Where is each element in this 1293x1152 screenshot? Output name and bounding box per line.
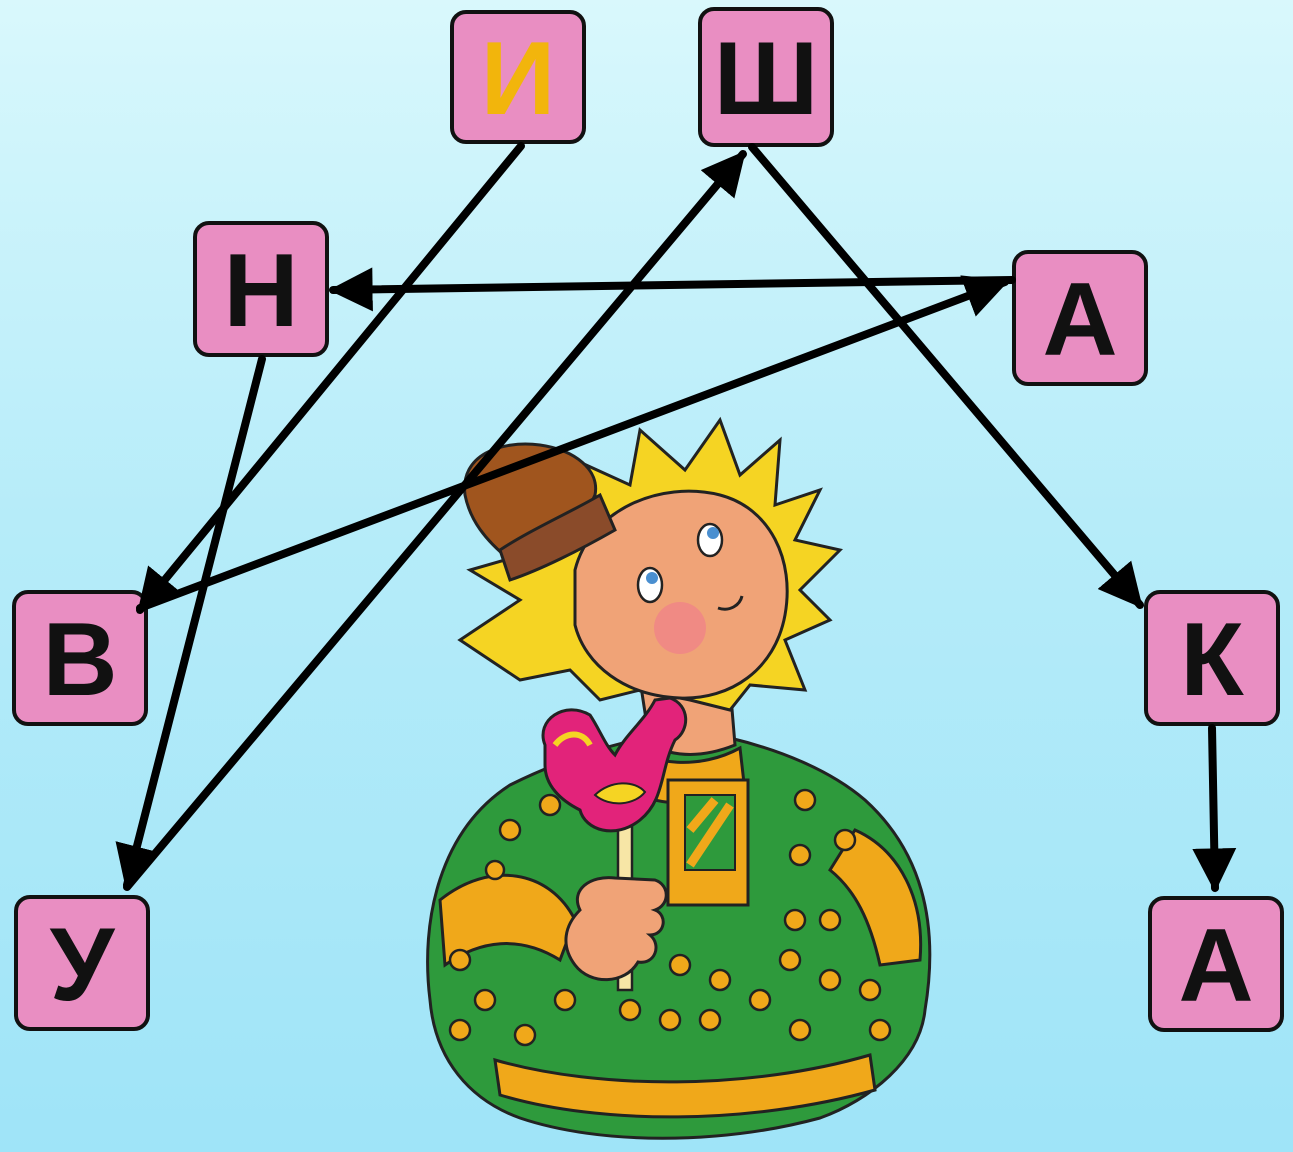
arrow-ka-to-a (1212, 728, 1215, 888)
arrow-ve-to-a (140, 282, 1005, 608)
arrow-sha-to-ka (752, 147, 1140, 605)
arrow-a-to-en (333, 280, 1012, 290)
